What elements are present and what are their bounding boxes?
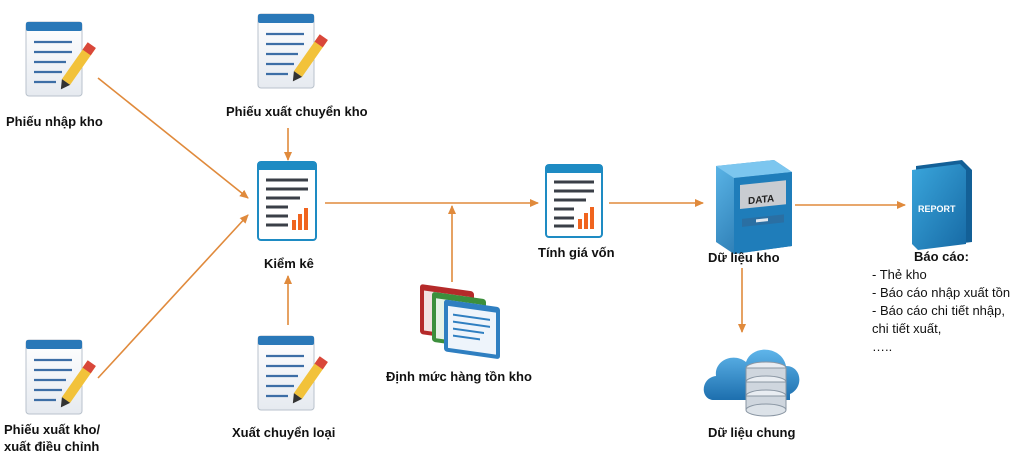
label-phieu-xuat-kho-line1: Phiếu xuất kho/ <box>4 422 101 437</box>
note-pencil-icon <box>25 21 96 97</box>
arrow-nhap-to-kiemke <box>97 77 249 199</box>
label-phieu-xuat-chuyen-kho: Phiếu xuất chuyển kho <box>226 104 368 119</box>
report-list: - Thẻ kho - Báo cáo nhập xuất tồn - Báo … <box>872 266 1010 356</box>
report-item: chi tiết xuất, <box>872 321 942 336</box>
label-du-lieu-chung: Dữ liệu chung <box>708 425 796 440</box>
label-xuat-chuyen-loai: Xuất chuyển loại <box>232 425 336 440</box>
report-item: - Báo cáo chi tiết nhập, <box>872 303 1005 318</box>
arrow-xuatkho-to-kiemke <box>97 214 249 379</box>
report-folder-icon: REPORT <box>912 160 972 250</box>
arrows <box>97 77 906 379</box>
label-bao-cao: Báo cáo: <box>914 249 969 264</box>
label-tinh-gia-von: Tính giá vốn <box>538 245 615 260</box>
label-phieu-xuat-kho-line2: xuất điều chỉnh <box>4 439 100 454</box>
cloud-database-icon <box>703 349 800 417</box>
data-cabinet-icon: DATA <box>716 160 792 254</box>
label-phieu-nhap-kho: Phiếu nhập kho <box>6 114 103 129</box>
report-item: - Thẻ kho <box>872 267 927 282</box>
note-pencil-icon <box>25 339 96 415</box>
label-dinh-muc: Định mức hàng tồn kho <box>386 369 532 384</box>
data-drawer-label: DATA <box>748 193 774 207</box>
label-du-lieu-kho: Dữ liệu kho <box>708 250 780 265</box>
document-chart-icon <box>257 161 317 241</box>
report-item: ….. <box>872 339 893 354</box>
stacked-windows-icon <box>420 284 500 359</box>
note-pencil-icon <box>257 335 328 411</box>
document-chart-icon <box>545 164 603 238</box>
note-pencil-icon <box>257 13 328 89</box>
label-kiem-ke: Kiểm kê <box>264 256 314 271</box>
report-label: REPORT <box>918 204 956 214</box>
report-item: - Báo cáo nhập xuất tồn <box>872 285 1011 300</box>
